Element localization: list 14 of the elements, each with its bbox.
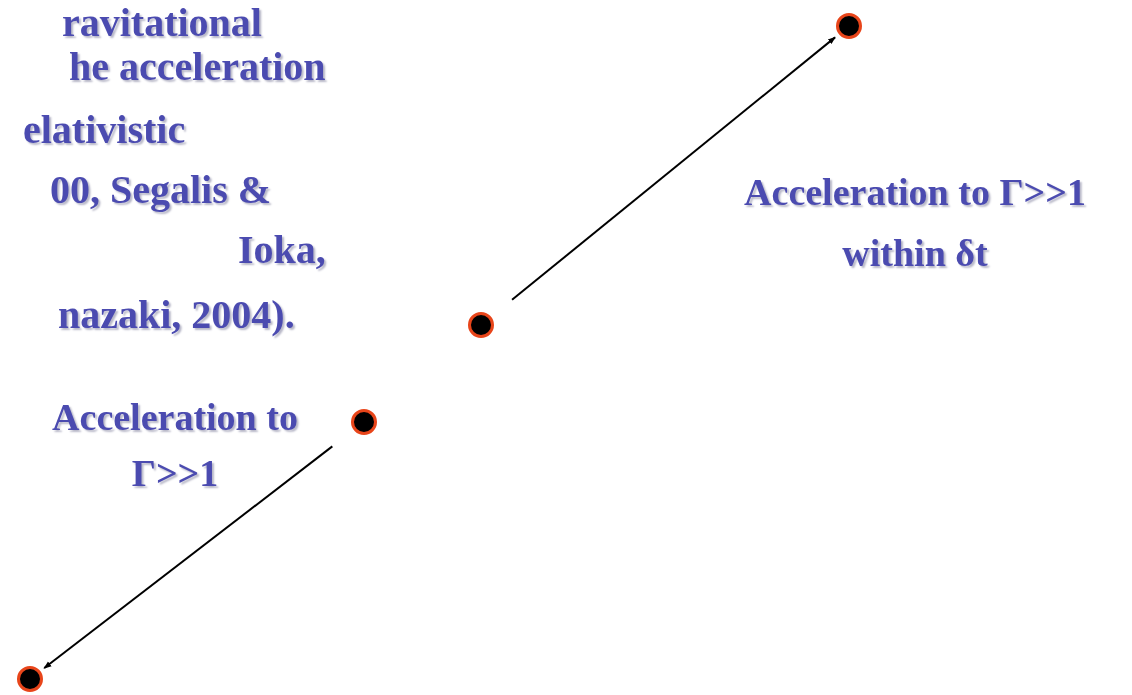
annotation-text: Acceleration to Γ>>1 bbox=[51, 395, 299, 496]
text-line: he acceleration bbox=[69, 44, 326, 90]
arrow bbox=[43, 445, 334, 669]
annotation-text: Acceleration to Γ>>1 within δt bbox=[743, 170, 1087, 276]
text-line: nazaki, 2004). bbox=[58, 292, 295, 338]
dot-marker bbox=[468, 312, 494, 338]
text-line: ravitational bbox=[62, 0, 262, 46]
text-line: 00, Segalis & bbox=[50, 167, 272, 213]
arrow bbox=[511, 36, 837, 301]
text-line: Ioka, bbox=[238, 227, 326, 273]
dot-marker bbox=[836, 13, 862, 39]
dot-marker bbox=[351, 409, 377, 435]
dot-marker bbox=[17, 666, 43, 692]
text-line: elativistic bbox=[23, 107, 186, 153]
